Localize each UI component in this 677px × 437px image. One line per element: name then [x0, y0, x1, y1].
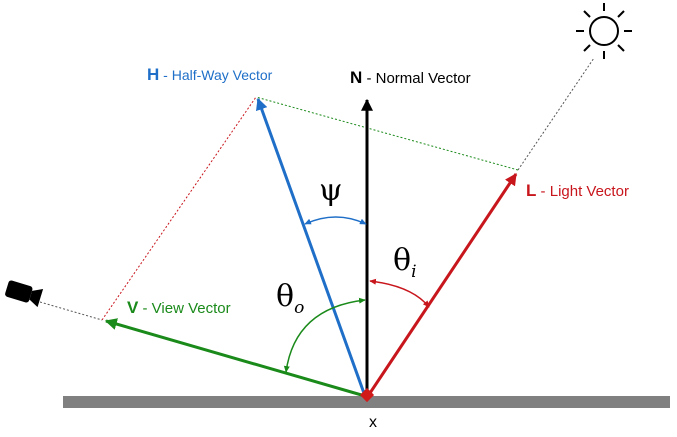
view-vector-letter: V [127, 298, 139, 317]
psi-symbol: ψ [319, 173, 343, 208]
light-vector [366, 173, 518, 397]
point-label: x [369, 414, 377, 431]
theta-i-angle-arc [369, 278, 430, 308]
theta-i-subscript: i [411, 262, 416, 282]
light-vector-label: L - Light Vector [526, 181, 629, 200]
view-vector [104, 318, 366, 398]
surface [63, 396, 670, 408]
reflection-point [359, 387, 375, 403]
camera-ray-dotted-line [39, 301, 103, 321]
normal-vector-desc: - Normal Vector [362, 70, 470, 87]
light-vector-desc: - Light Vector [536, 183, 629, 200]
sun-ray-dotted-line [517, 57, 595, 171]
view-to-halfway-dotted-line [101, 96, 257, 321]
normal-vector-letter: N [350, 68, 362, 87]
theta-i-base: θ [393, 243, 411, 278]
normal-vector-label: N - Normal Vector [350, 68, 471, 87]
theta-o-label: θo [276, 279, 304, 318]
sun-icon [576, 3, 632, 59]
halfway-vector-letter: H [147, 65, 159, 84]
halfway-vector-label: H - Half-Way Vector [147, 65, 273, 84]
light-vector-letter: L [526, 181, 536, 200]
theta-o-base: θ [276, 279, 294, 314]
psi-angle-arc [304, 216, 367, 225]
halfway-vector-desc: - Half-Way Vector [159, 67, 272, 83]
theta-o-subscript: o [294, 298, 304, 318]
theta-i-label: θi [393, 243, 417, 282]
theta-o-angle-arc [283, 297, 366, 373]
view-vector-desc: - View Vector [138, 300, 230, 317]
halfway-vector [256, 97, 367, 397]
light-to-halfway-dotted-line [255, 96, 519, 171]
view-vector-label: V - View Vector [127, 298, 231, 317]
camera-icon [5, 280, 44, 308]
